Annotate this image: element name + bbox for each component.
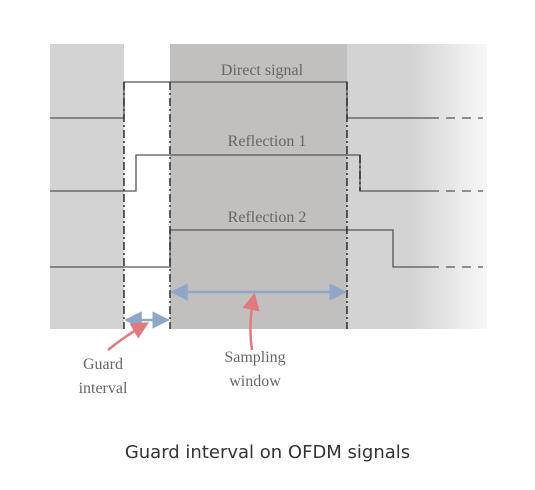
figure-caption: Guard interval on OFDM signals	[124, 442, 411, 463]
direct-signal-label: Direct signal	[221, 62, 304, 79]
guard-interval-label-line1: Guard	[83, 356, 123, 373]
reflection-1-label: Reflection 1	[228, 133, 307, 150]
sampling-window-label-line2: window	[229, 373, 281, 390]
sampling-window-label-line1: Sampling	[224, 349, 285, 366]
guard-interval-pointer-arrow	[107, 322, 150, 351]
previous-symbol-panel	[50, 44, 124, 329]
reflection-2-waveform	[50, 229, 430, 268]
reflection-2-label: Reflection 2	[228, 209, 307, 226]
sampling-window-pointer-arrow	[242, 292, 260, 351]
next-symbol-panel	[347, 44, 487, 329]
reflection-1-waveform	[50, 154, 430, 192]
sampling-window-panel	[170, 44, 347, 329]
guard-interval-label-line2: interval	[79, 380, 128, 397]
direct-signal-waveform	[50, 81, 430, 119]
